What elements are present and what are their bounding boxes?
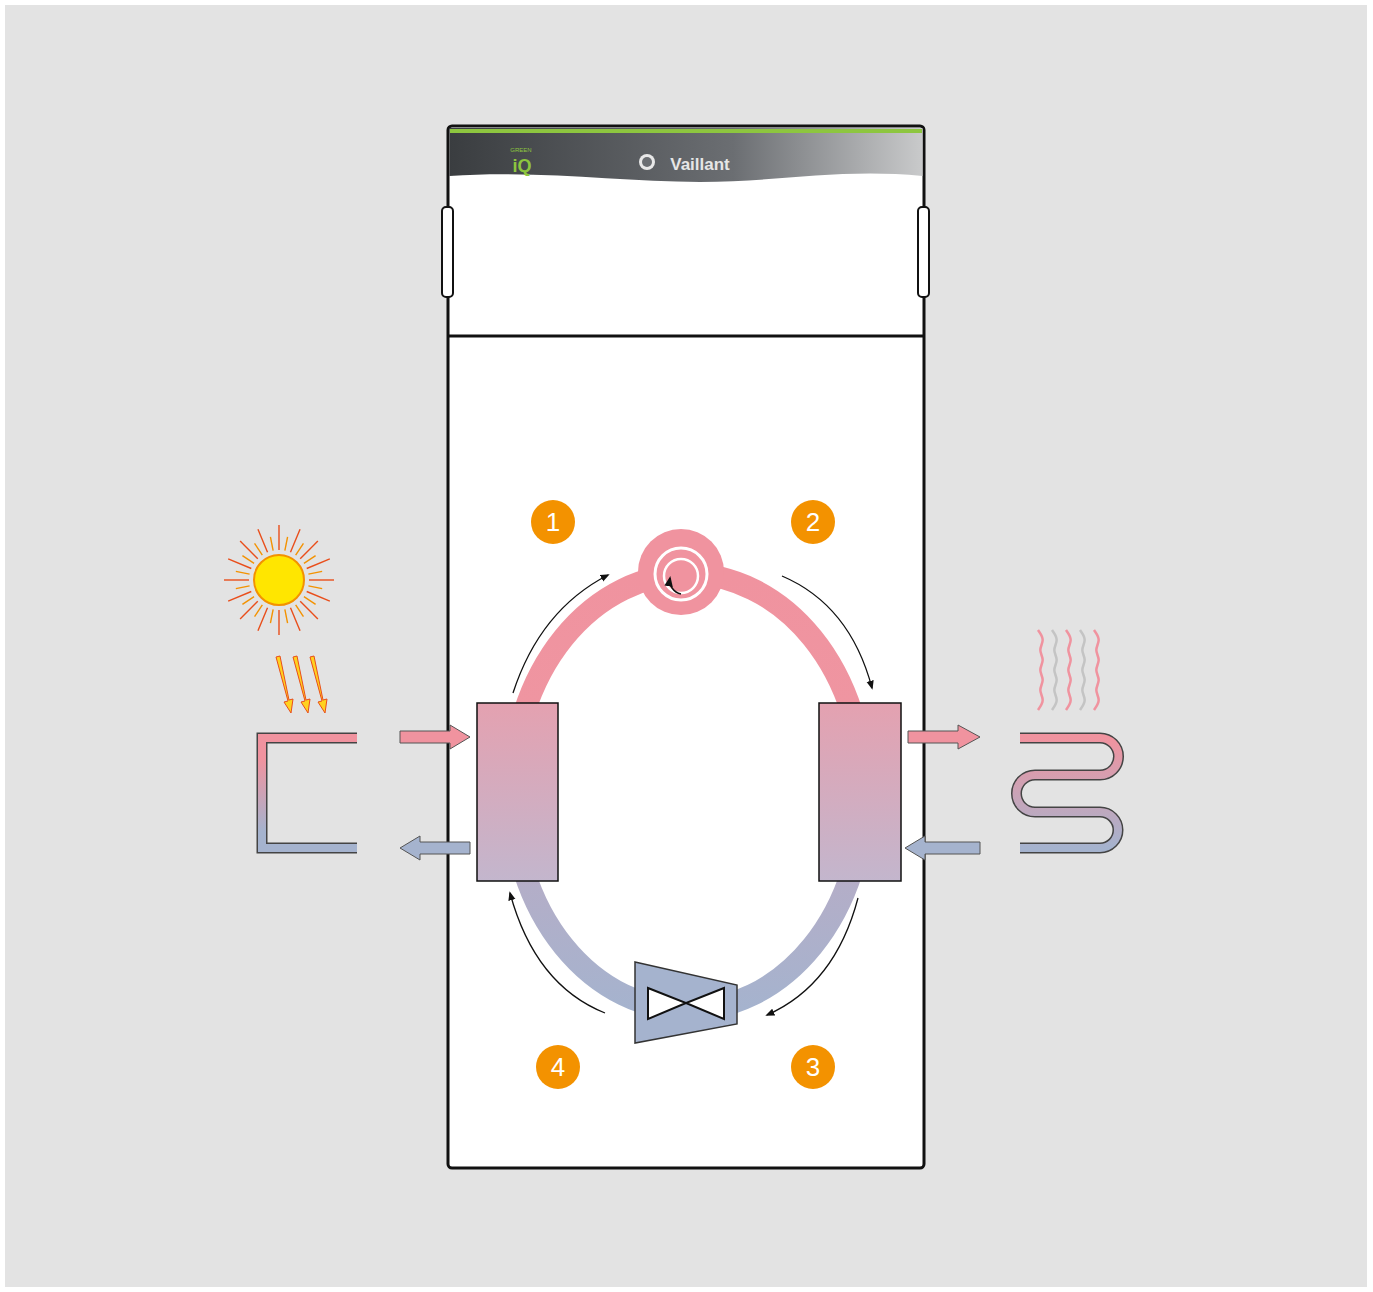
- refrigerant-circuit: [512, 574, 864, 1010]
- compressor: [638, 529, 724, 615]
- handle: [918, 207, 929, 297]
- handle: [442, 207, 453, 297]
- callout-disc: [531, 500, 575, 544]
- sun-rays-arrows: [276, 656, 327, 713]
- callout-disc: [791, 1045, 835, 1089]
- top-band: [450, 128, 923, 182]
- brand-name: Vaillant: [670, 156, 730, 173]
- brand-iq: iQ: [512, 157, 531, 175]
- background: [5, 5, 1367, 1287]
- condenser: [819, 703, 901, 881]
- heat-emitter: [1017, 630, 1119, 848]
- callout-number: 4: [551, 1054, 565, 1080]
- source-loop: [262, 738, 357, 848]
- brand-small: GREEN: [510, 147, 531, 153]
- evaporator: [477, 703, 558, 881]
- sun: [224, 525, 334, 635]
- green-stripe: [450, 129, 922, 133]
- housing: [448, 126, 924, 1168]
- source-loop: [262, 738, 357, 848]
- callout-disc: [536, 1045, 580, 1089]
- flow-block-arrows: [400, 725, 980, 860]
- callout-number: 2: [806, 509, 820, 535]
- expansion-valve: [635, 962, 737, 1043]
- callout-number: 3: [806, 1054, 820, 1080]
- flow-arrows: [510, 575, 872, 1015]
- callout-number: 1: [546, 509, 560, 535]
- callout-disc: [791, 500, 835, 544]
- panel-line: [449, 335, 923, 338]
- hare-logo: [639, 154, 655, 170]
